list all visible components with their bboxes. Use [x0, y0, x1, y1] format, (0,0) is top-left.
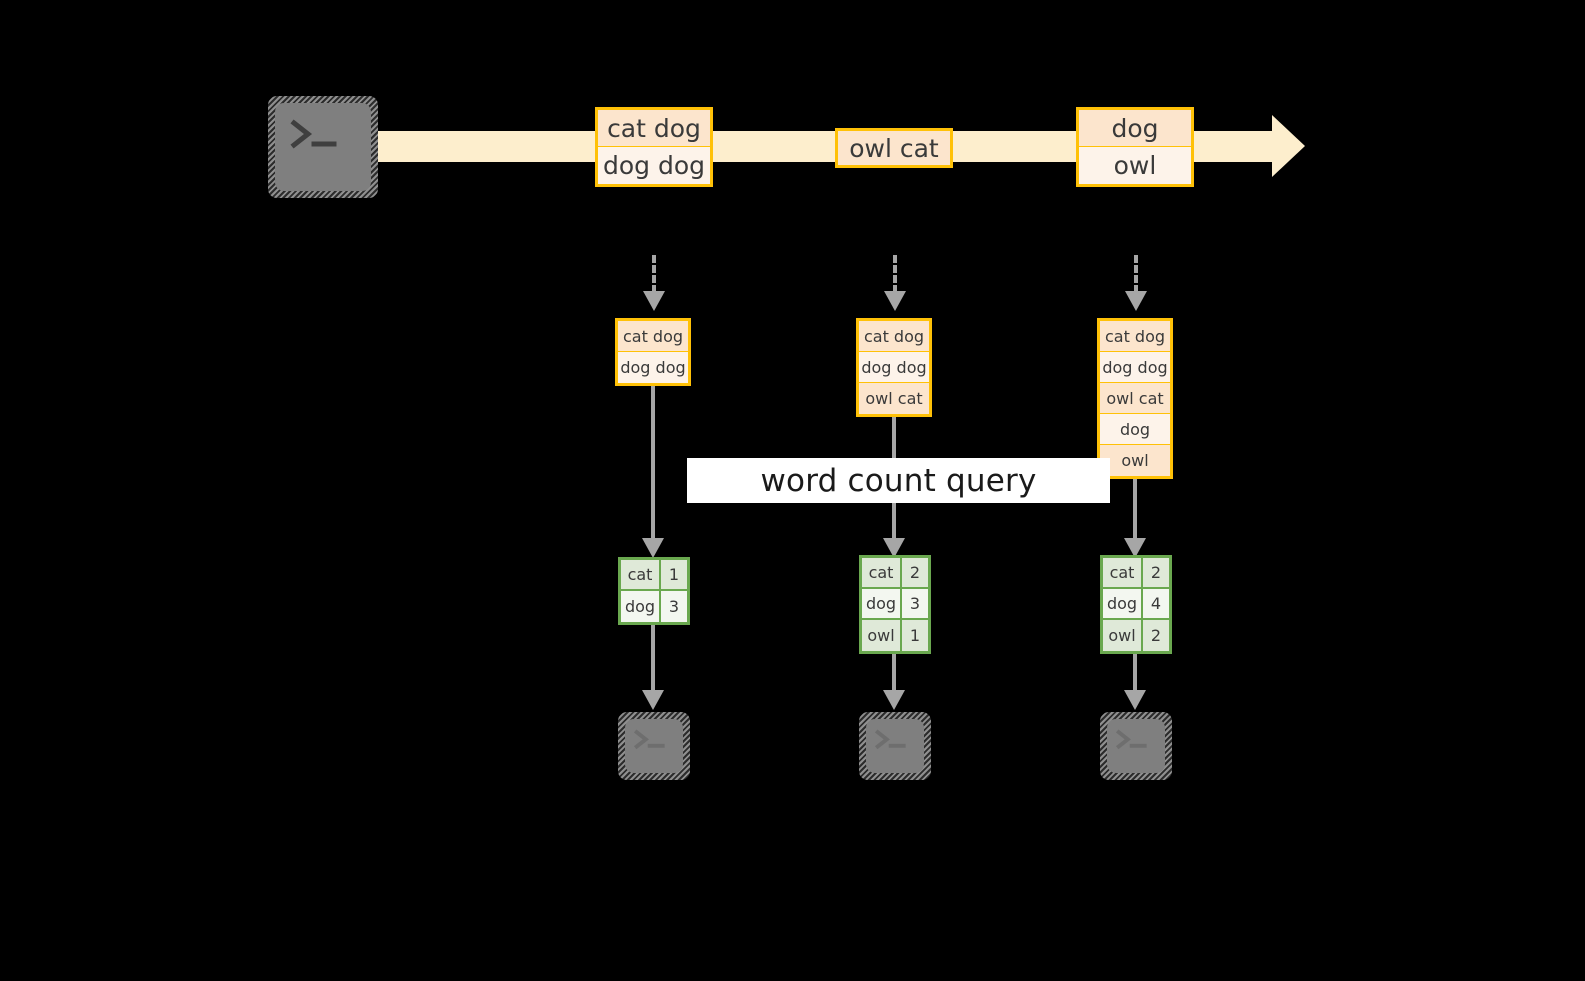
- sink-arrowhead-1-icon: [642, 690, 664, 710]
- terminal-prompt-icon: [1116, 729, 1148, 749]
- query-connector-3: [1133, 479, 1137, 541]
- sink-arrowhead-3-icon: [1124, 690, 1146, 710]
- stream-group-2[interactable]: owl cat: [835, 128, 953, 168]
- result-count: 4: [1143, 589, 1169, 618]
- query-label-text: word count query: [760, 462, 1037, 499]
- stream-line: dog dog: [598, 147, 710, 184]
- snapshot-2-input-table[interactable]: cat dog dog dog owl cat: [856, 318, 932, 417]
- input-line: owl: [1100, 445, 1170, 476]
- terminal-screen: [866, 719, 924, 773]
- trigger-connector-3: [1134, 255, 1138, 293]
- input-line: cat dog: [859, 321, 929, 352]
- result-word: owl: [862, 620, 902, 651]
- stream-group-1[interactable]: cat dog dog dog: [595, 107, 713, 187]
- terminal-screen: [1107, 719, 1165, 773]
- result-count: 2: [902, 558, 928, 587]
- table-row: cat 1: [621, 560, 687, 591]
- table-row: dog 4: [1103, 589, 1169, 620]
- query-connector-1: [651, 386, 655, 541]
- result-count: 3: [661, 591, 687, 622]
- sink-connector-2: [892, 654, 896, 693]
- result-count: 2: [1143, 558, 1169, 587]
- sink-arrowhead-2-icon: [883, 690, 905, 710]
- table-row: owl 2: [1103, 620, 1169, 651]
- result-word: dog: [1103, 589, 1143, 618]
- result-word: cat: [862, 558, 902, 587]
- input-line: owl cat: [859, 383, 929, 414]
- query-arrowhead-1-icon: [642, 538, 664, 558]
- table-row: dog 3: [621, 591, 687, 622]
- query-arrowhead-3-icon: [1124, 538, 1146, 558]
- sink-terminal-1-icon[interactable]: [618, 712, 690, 780]
- trigger-arrowhead-1-icon: [643, 291, 665, 311]
- sink-terminal-3-icon[interactable]: [1100, 712, 1172, 780]
- trigger-arrowhead-3-icon: [1125, 291, 1147, 311]
- input-line: dog dog: [618, 352, 688, 383]
- stream-line: owl cat: [838, 131, 950, 165]
- result-count: 1: [661, 560, 687, 589]
- terminal-prompt-icon: [634, 729, 666, 749]
- table-row: cat 2: [862, 558, 928, 589]
- result-count: 1: [902, 620, 928, 651]
- result-word: cat: [621, 560, 661, 589]
- snapshot-3-input-table[interactable]: cat dog dog dog owl cat dog owl: [1097, 318, 1173, 479]
- result-word: cat: [1103, 558, 1143, 587]
- query-arrowhead-2-icon: [883, 538, 905, 558]
- snapshot-3-result-table[interactable]: cat 2 dog 4 owl 2: [1100, 555, 1172, 654]
- snapshot-2-result-table[interactable]: cat 2 dog 3 owl 1: [859, 555, 931, 654]
- trigger-arrowhead-2-icon: [884, 291, 906, 311]
- sink-connector-3: [1133, 654, 1137, 693]
- stream-line: owl: [1079, 147, 1191, 184]
- stream-group-3[interactable]: dog owl: [1076, 107, 1194, 187]
- result-word: owl: [1103, 620, 1143, 651]
- sink-connector-1: [651, 625, 655, 693]
- table-row: owl 1: [862, 620, 928, 651]
- table-row: cat 2: [1103, 558, 1169, 589]
- trigger-connector-2: [893, 255, 897, 293]
- result-word: dog: [621, 591, 661, 622]
- query-label: word count query: [687, 458, 1110, 503]
- trigger-connector-1: [652, 255, 656, 293]
- input-line: owl cat: [1100, 383, 1170, 414]
- source-terminal-icon[interactable]: [268, 96, 378, 198]
- input-line: cat dog: [1100, 321, 1170, 352]
- stream-line: cat dog: [598, 110, 710, 148]
- terminal-screen: [625, 719, 683, 773]
- sink-terminal-2-icon[interactable]: [859, 712, 931, 780]
- result-count: 3: [902, 589, 928, 618]
- snapshot-1-result-table[interactable]: cat 1 dog 3: [618, 557, 690, 625]
- snapshot-1-input-table[interactable]: cat dog dog dog: [615, 318, 691, 386]
- input-line: cat dog: [618, 321, 688, 352]
- table-row: dog 3: [862, 589, 928, 620]
- input-line: dog dog: [859, 352, 929, 383]
- input-line: dog dog: [1100, 352, 1170, 383]
- terminal-prompt-icon: [875, 729, 907, 749]
- result-count: 2: [1143, 620, 1169, 651]
- result-word: dog: [862, 589, 902, 618]
- stream-arrowhead-icon: [1272, 115, 1305, 177]
- terminal-prompt-icon: [290, 119, 337, 149]
- stream-line: dog: [1079, 110, 1191, 148]
- terminal-screen: [275, 103, 371, 191]
- input-line: dog: [1100, 414, 1170, 445]
